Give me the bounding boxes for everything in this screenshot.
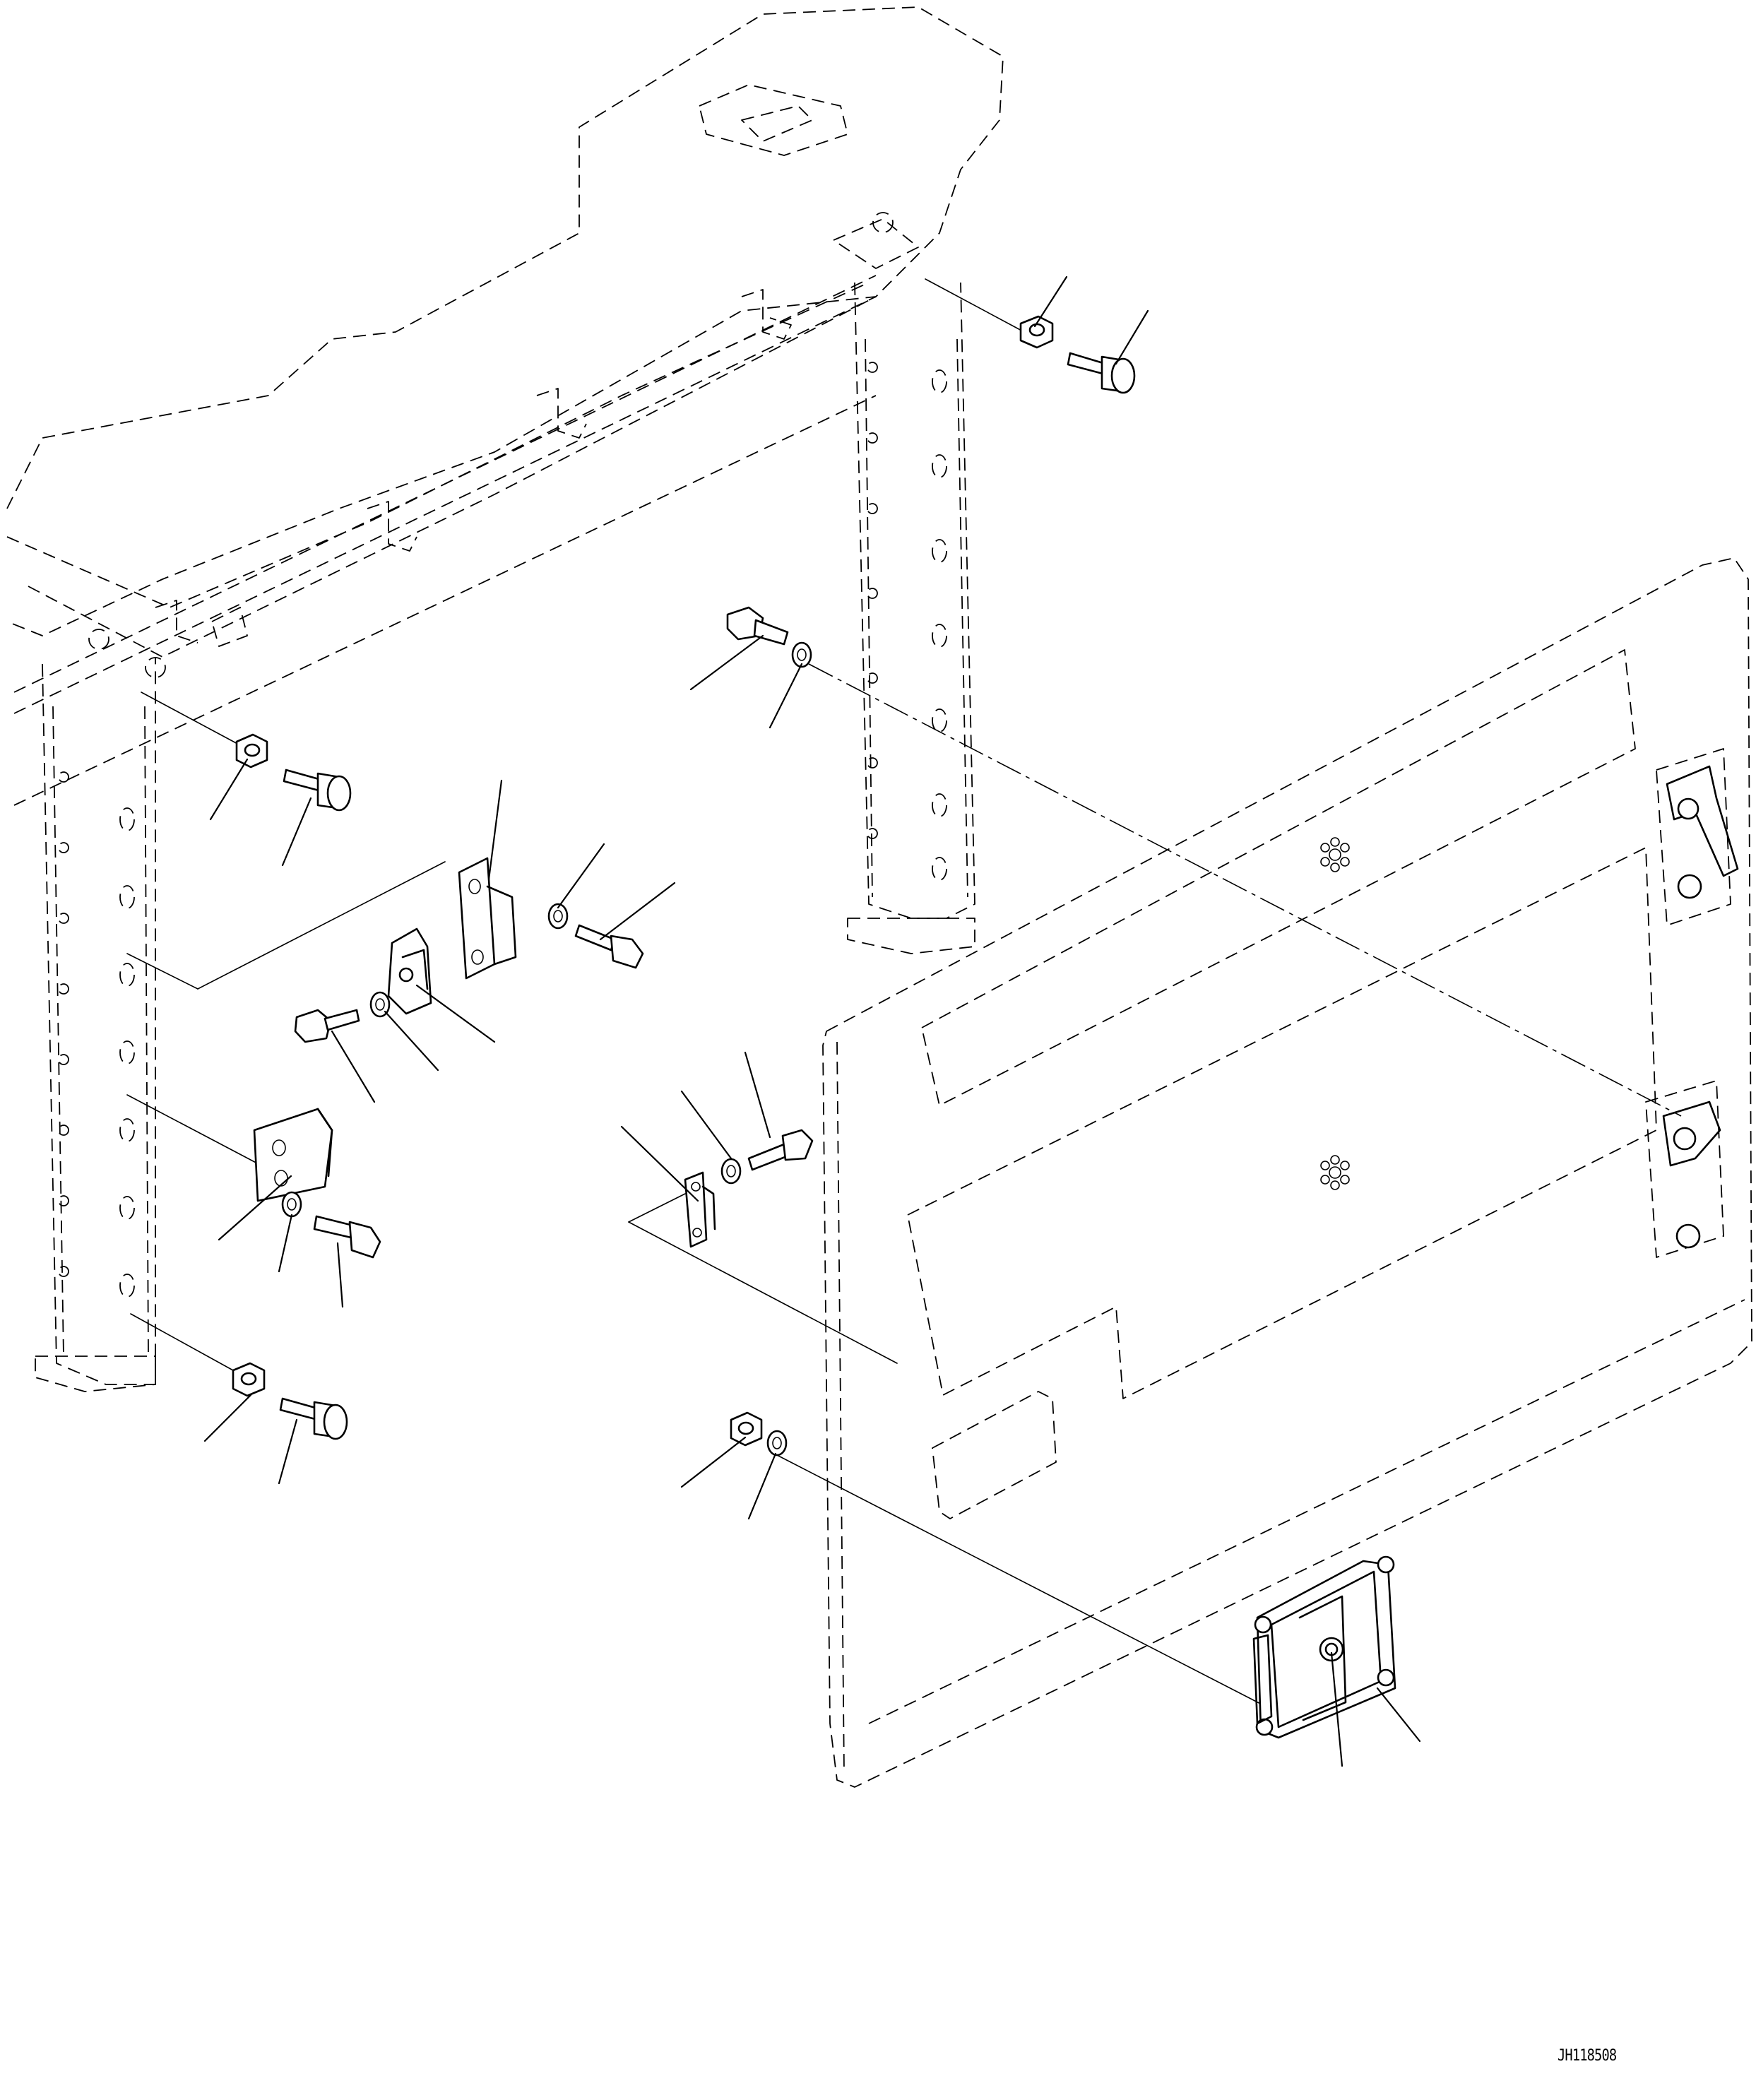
striker-plate xyxy=(458,857,517,980)
washer-door-lower xyxy=(766,1430,788,1457)
beam-brackets xyxy=(88,212,919,678)
right-pillar-holes xyxy=(867,362,947,881)
bolt-upper-middle xyxy=(726,606,789,646)
washer-angle-bracket xyxy=(281,1191,302,1218)
nut-top-right xyxy=(1019,315,1054,349)
assembly-center-lines xyxy=(126,278,1682,1710)
bolt-door-latch xyxy=(747,1129,814,1171)
washer-door-latch xyxy=(720,1158,742,1185)
striker-body xyxy=(387,927,432,1015)
upper-hinge xyxy=(1666,765,1739,899)
bolt-top-right xyxy=(1067,352,1136,394)
drawing-code: JH118508 xyxy=(1558,2047,1617,2065)
washer-striker-left xyxy=(369,991,391,1018)
bolt-striker xyxy=(574,924,644,969)
vent-rosette-2 xyxy=(1320,1155,1350,1190)
lower-hinge xyxy=(1662,1101,1721,1249)
bolt-left-upper xyxy=(283,769,352,812)
nut-door-lower xyxy=(730,1411,763,1447)
door-lock-assembly xyxy=(1252,1555,1396,1739)
left-pillar-holes xyxy=(58,771,135,1298)
vent-rosette-1 xyxy=(1320,837,1350,872)
nut-left-upper xyxy=(235,733,268,769)
cab-frame-phantom xyxy=(6,6,1004,1392)
bolt-angle-bracket xyxy=(313,1215,381,1259)
leader-lines xyxy=(203,275,1421,1767)
washer-striker xyxy=(547,903,569,930)
nut-left-lower xyxy=(232,1362,266,1397)
angle-bracket xyxy=(253,1108,333,1202)
bolt-left-lower xyxy=(279,1397,348,1440)
washer-upper-middle xyxy=(791,641,812,668)
door-panel-phantom xyxy=(822,557,1752,1788)
bolt-striker-left xyxy=(294,1009,360,1043)
door-latch-small xyxy=(684,1171,716,1248)
